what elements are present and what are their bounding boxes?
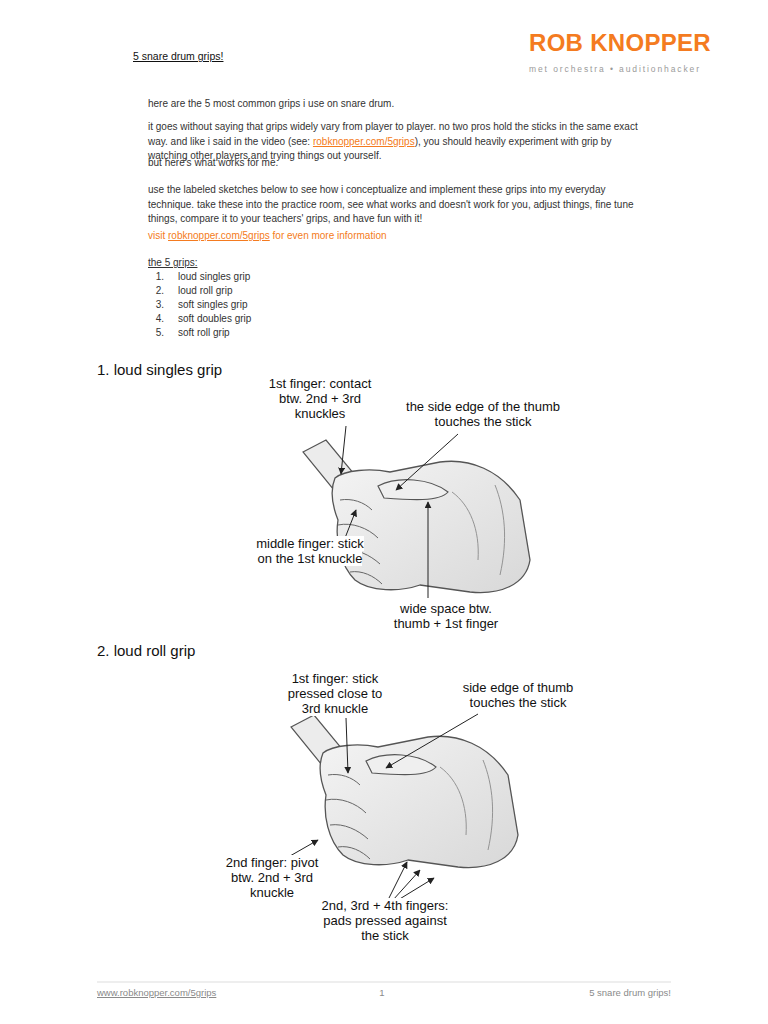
list-item-box: soft singles grip xyxy=(178,298,378,313)
thumb xyxy=(378,480,448,500)
callout-label-box: side edge of thumb touches the stick xyxy=(450,680,586,710)
list-number: 3. xyxy=(156,299,164,310)
list-heading-box: the 5 grips: xyxy=(148,256,348,271)
callout-label: side edge of thumb touches the stick xyxy=(463,680,574,710)
list-item: soft roll grip xyxy=(178,327,230,338)
footer-link: www.robknopper.com/5grips xyxy=(97,987,216,998)
list-item: loud singles grip xyxy=(178,271,250,282)
callout-label: 1st finger: stick pressed close to 3rd k… xyxy=(288,671,383,716)
list-item-box: soft roll grip xyxy=(178,326,378,341)
body-text-box: use the labeled sketches below to see ho… xyxy=(148,183,640,227)
list-item: soft doubles grip xyxy=(178,313,251,324)
hand-outline xyxy=(332,461,530,592)
callout-label-box: 2nd finger: pivot btw. 2nd + 3rd knuckle xyxy=(214,855,330,900)
footer-title: 5 snare drum grips! xyxy=(589,987,671,998)
leader-lines xyxy=(290,426,478,900)
callout-label: 1st finger: contact btw. 2nd + 3rd knuck… xyxy=(269,376,372,421)
hand-sketch xyxy=(291,715,518,868)
logo-subtitle-box: met orchestra • auditionhacker xyxy=(529,64,749,74)
list-heading: the 5 grips: xyxy=(148,257,197,268)
page-number-box: 1 xyxy=(372,987,392,999)
callout-label-box: 1st finger: stick pressed close to 3rd k… xyxy=(278,671,392,716)
list-number-box: 3. xyxy=(148,298,164,313)
leader-line xyxy=(290,840,318,856)
list-item-box: loud roll grip xyxy=(178,284,378,299)
footer-link-box: www.robknopper.com/5grips xyxy=(97,987,297,999)
section-heading: 2. loud roll grip xyxy=(97,642,195,659)
leader-line xyxy=(396,434,458,490)
title-text: 5 snare drum grips! xyxy=(133,50,223,62)
paragraph: it goes without saying that grips widely… xyxy=(148,120,640,164)
leader-line xyxy=(398,878,434,900)
callout-label: 2nd, 3rd + 4th fingers: pads pressed aga… xyxy=(322,898,449,943)
page-title: 5 snare drum grips! xyxy=(133,49,333,63)
callout-label-box: the side edge of the thumb touches the s… xyxy=(401,399,565,429)
page-number: 1 xyxy=(379,987,384,998)
list-item: loud roll grip xyxy=(178,285,232,296)
hand-sketch xyxy=(303,440,530,593)
list-number-box: 1. xyxy=(148,270,164,285)
body-text: but here's what works for me. xyxy=(148,157,278,168)
callout-label: middle finger: stick on the 1st knuckle xyxy=(256,536,364,566)
footer-title-box: 5 snare drum grips! xyxy=(551,987,671,999)
list-number: 4. xyxy=(156,313,164,324)
callout-label: 2nd finger: pivot btw. 2nd + 3rd knuckle xyxy=(226,855,319,900)
section-heading-box: 2. loud roll grip xyxy=(97,642,397,660)
list-number: 5. xyxy=(156,327,164,338)
leader-line xyxy=(341,426,346,474)
list-number-box: 2. xyxy=(148,284,164,299)
list-number: 1. xyxy=(156,271,164,282)
list-item-box: loud singles grip xyxy=(178,270,378,285)
section-heading: 1. loud singles grip xyxy=(97,361,222,378)
paragraph: visitrobknopper.com/5gripsfor even more … xyxy=(148,229,640,244)
body-text: use the labeled sketches below to see ho… xyxy=(148,184,634,224)
intro-text: here are the 5 most common grips i use o… xyxy=(148,98,394,109)
link-text: robknopper.com/5grips xyxy=(313,136,415,147)
callout-label-box: 1st finger: contact btw. 2nd + 3rd knuck… xyxy=(256,376,384,421)
callout-label-box: 2nd, 3rd + 4th fingers: pads pressed aga… xyxy=(320,898,450,943)
leader-line xyxy=(428,502,429,598)
callout-label-box: wide space btw. thumb + 1st finger xyxy=(382,601,510,631)
list-number-box: 4. xyxy=(148,312,164,327)
logo-text-box: ROB KNOPPER xyxy=(529,30,749,56)
callout-label-box: middle finger: stick on the 1st knuckle xyxy=(254,536,366,566)
callout-label: the side edge of the thumb touches the s… xyxy=(406,399,560,429)
link-note: for even more information xyxy=(273,230,387,241)
leader-line xyxy=(386,714,478,768)
link-text: robknopper.com/5grips xyxy=(168,230,270,241)
list-item: soft singles grip xyxy=(178,299,247,310)
leader-line xyxy=(346,718,348,773)
intro-text-box: here are the 5 most common grips i use o… xyxy=(148,97,640,112)
leader-line xyxy=(393,870,420,900)
list-number: 2. xyxy=(156,285,164,296)
logo-text: ROB KNOPPER xyxy=(529,29,711,56)
link-note: visit xyxy=(148,230,165,241)
logo-subtitle: met orchestra • auditionhacker xyxy=(529,64,701,74)
list-number-box: 5. xyxy=(148,326,164,341)
callout-label: wide space btw. thumb + 1st finger xyxy=(394,601,498,631)
leader-line xyxy=(345,510,356,538)
footer-rule xyxy=(97,982,671,983)
list-item-box: soft doubles grip xyxy=(178,312,378,327)
body-text-box: but here's what works for me. xyxy=(148,156,640,171)
shading xyxy=(452,485,505,575)
